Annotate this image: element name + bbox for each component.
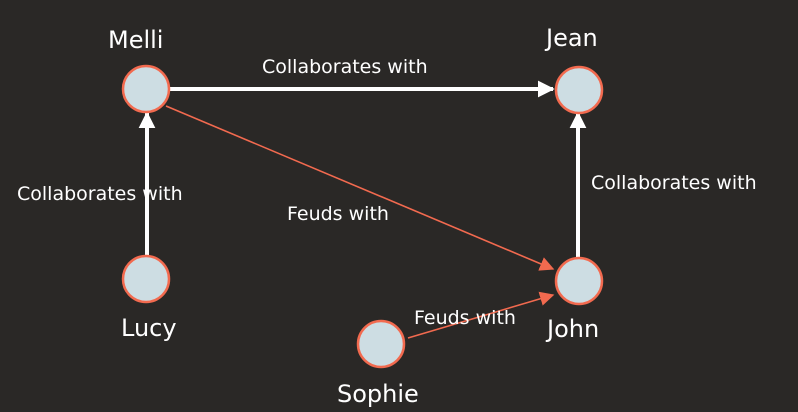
edge-label-lucy-melli: Collaborates with <box>17 183 183 205</box>
edge-label-melli-jean: Collaborates with <box>262 56 428 78</box>
node-label-sophie: Sophie <box>337 380 419 408</box>
node-lucy <box>121 254 171 304</box>
node-label-melli: Melli <box>108 26 164 54</box>
node-label-lucy: Lucy <box>121 314 177 342</box>
edge-label-john-jean: Collaborates with <box>591 172 757 194</box>
node-john <box>554 256 604 306</box>
node-jean <box>554 65 604 115</box>
edge-sophie-john <box>407 291 555 339</box>
node-melli <box>121 64 171 114</box>
edge-melli-john <box>165 105 555 271</box>
node-label-jean: Jean <box>546 24 598 52</box>
edge-label-sophie-john: Feuds with <box>414 307 516 329</box>
node-sophie <box>356 319 406 369</box>
edge-label-melli-john: Feuds with <box>287 203 389 225</box>
node-label-john: John <box>547 315 600 343</box>
